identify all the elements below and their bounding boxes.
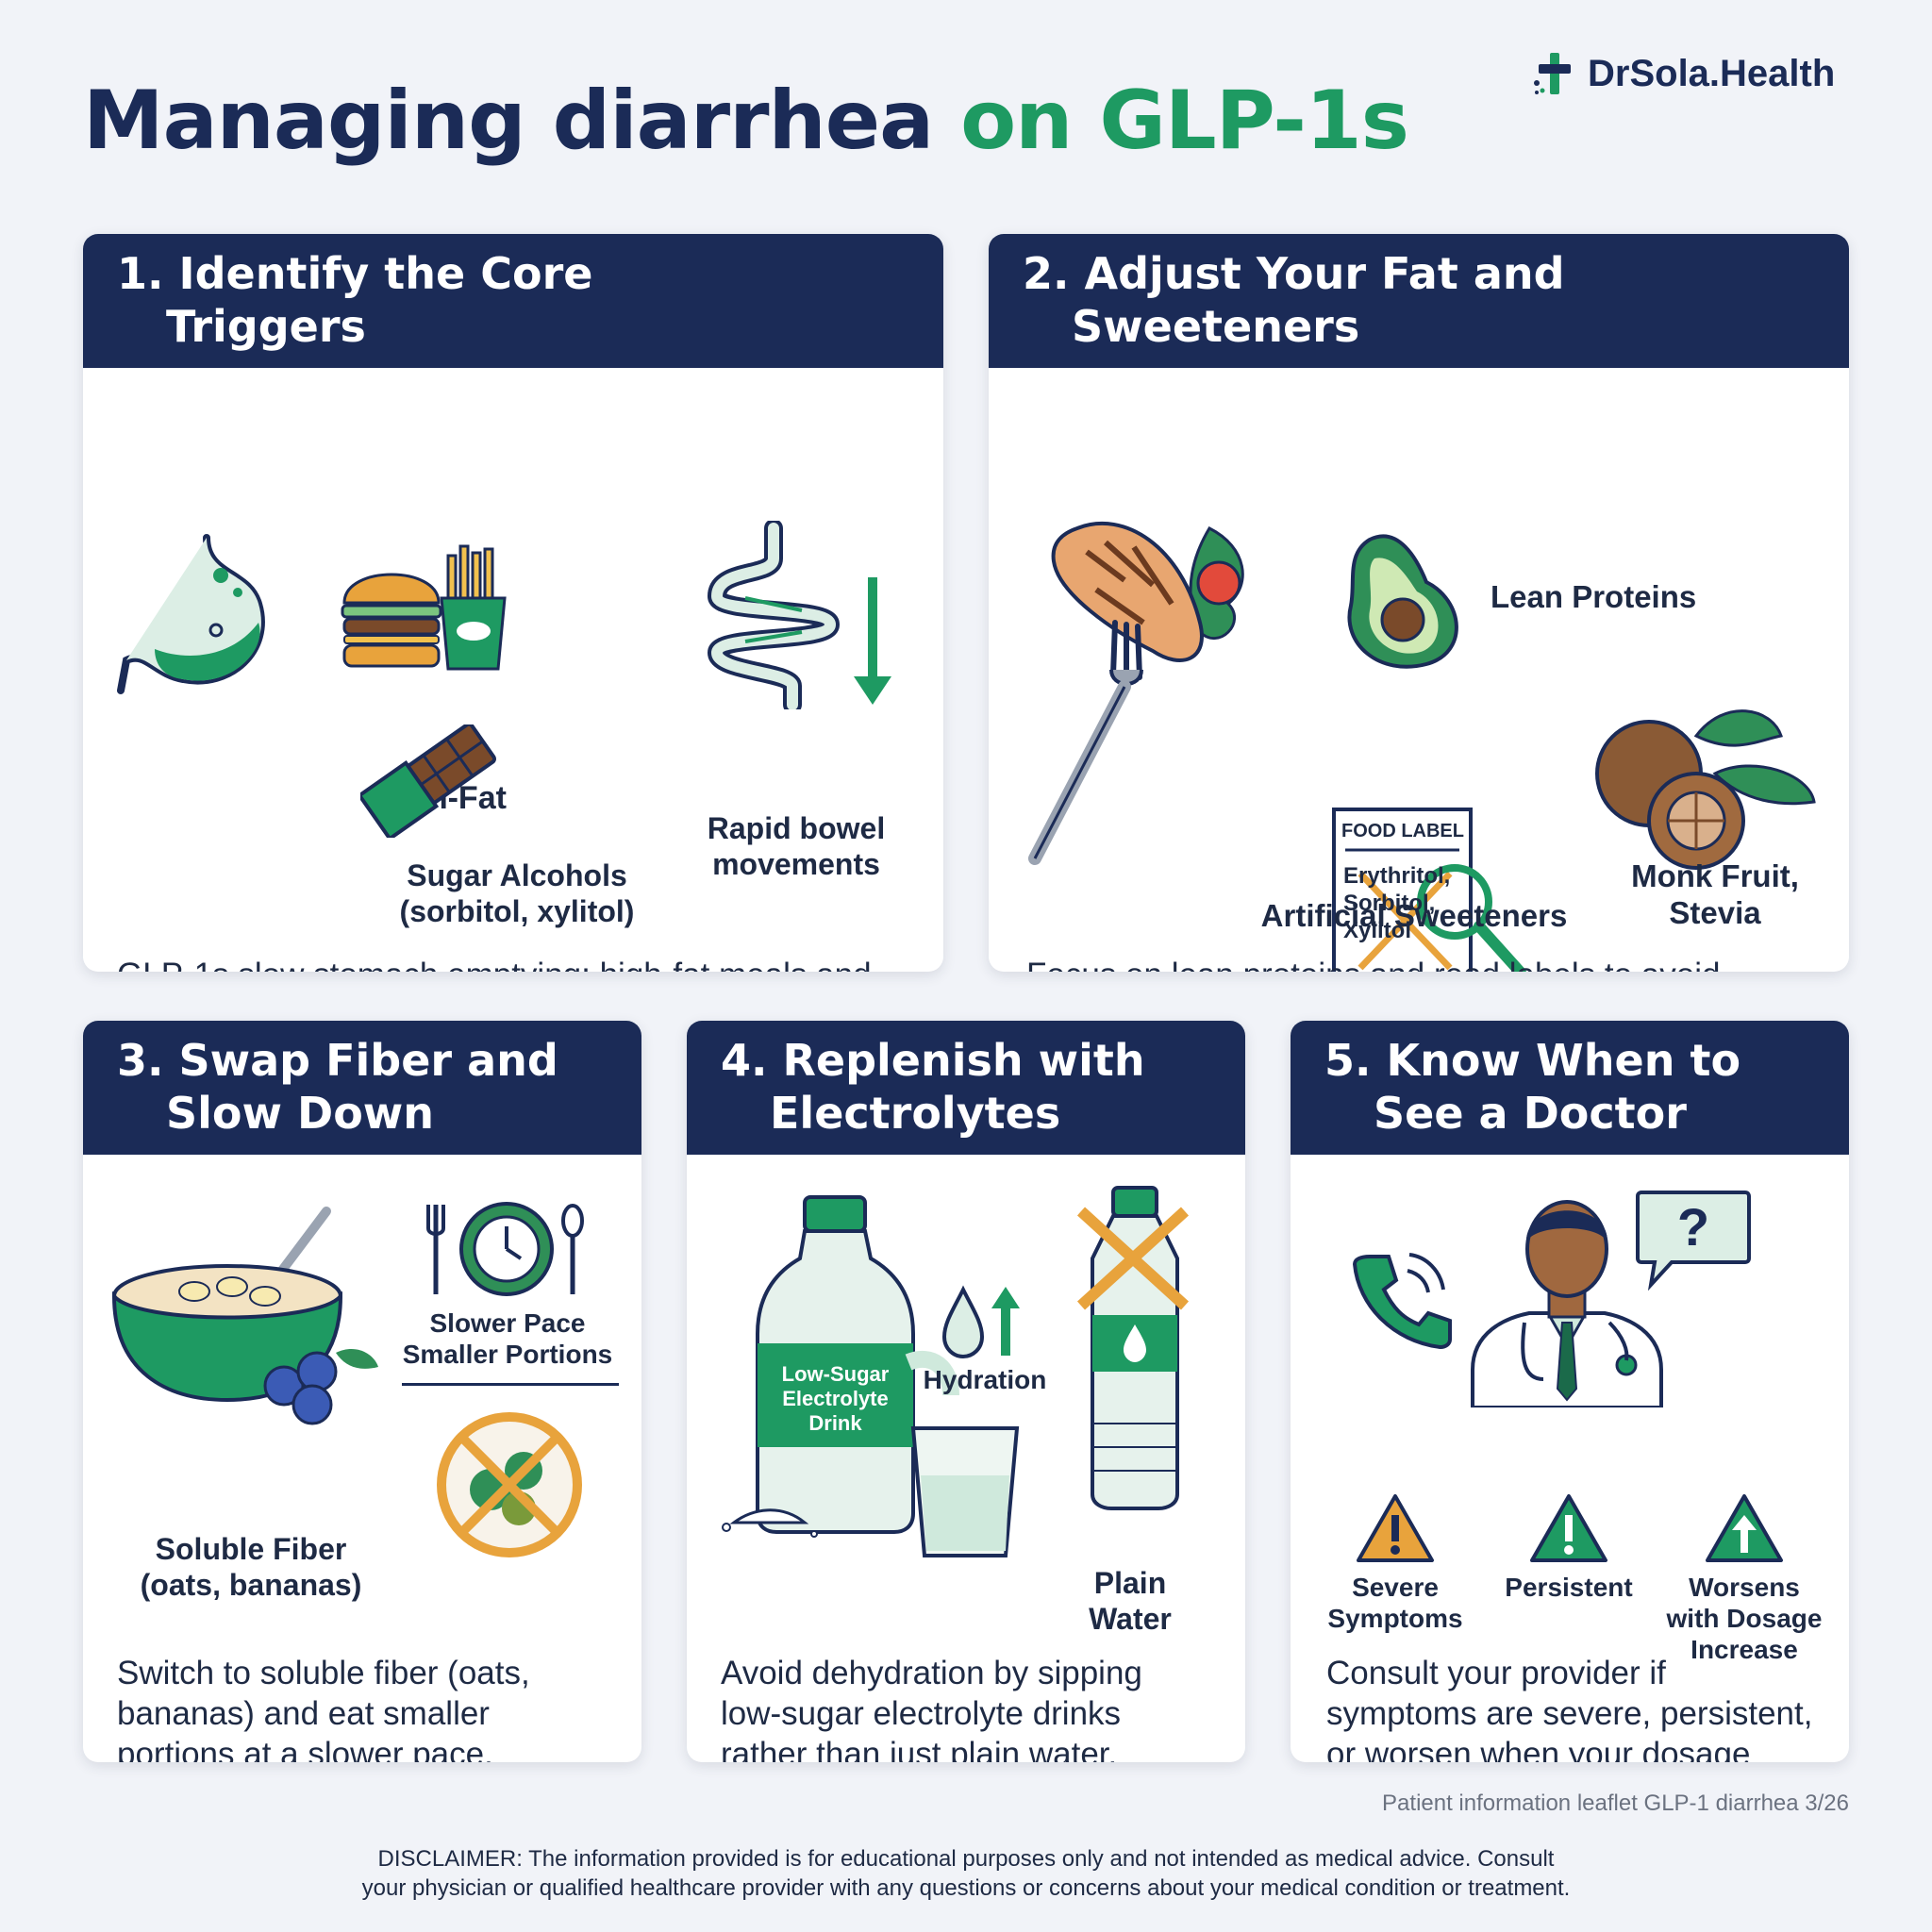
card-see-doctor: 5. Know When to See a Doctor ?	[1291, 1021, 1849, 1762]
label-severe-symptoms: Severe Symptoms	[1327, 1573, 1463, 1634]
label-monk-fruit-stevia: Monk Fruit, Stevia	[1631, 858, 1799, 930]
card-heading-line-2: Electrolytes	[770, 1088, 1061, 1139]
brand-logo: DrSola.Health	[1533, 45, 1835, 102]
card-header: 4. Replenish with Electrolytes	[687, 1021, 1245, 1155]
svg-text:?: ?	[1677, 1197, 1709, 1257]
food-label-magnifier-icon: FOOD LABEL Erythritol, Sorbitol, Xylitol	[1332, 808, 1540, 972]
clock-plate-icon	[426, 1202, 584, 1296]
card-heading: 2. Adjust Your Fat and Sweeteners	[1023, 247, 1565, 353]
card-body: ? Severe Symptoms Persistent Worsens wit…	[1291, 1155, 1849, 1762]
intestine-icon	[707, 521, 891, 709]
card-header: 5. Know When to See a Doctor	[1291, 1021, 1849, 1155]
card-heading: 4. Replenish with Electrolytes	[721, 1034, 1145, 1140]
card-heading: 3. Swap Fiber and Slow Down	[117, 1034, 558, 1140]
card-body: Low-Sugar Electrolyte Drink Hydration	[687, 1155, 1245, 1762]
card-description: GLP-1s slow stomach emptying; high-fat m…	[117, 955, 909, 972]
electrolyte-bottle-icon: Low-Sugar Electrolyte Drink	[715, 1192, 960, 1551]
label-hydration: Hydration	[923, 1365, 1047, 1394]
label-rapid-bowel: Rapid bowel movements	[707, 811, 886, 881]
label-soluble-fiber: Soluble Fiber (oats, bananas)	[140, 1532, 362, 1602]
crossed-water-bottle-icon	[1076, 1186, 1190, 1510]
doctor-logo-icon	[1534, 53, 1571, 94]
card-body: Lean Proteins FOOD LABEL Erythritol, Sor…	[989, 368, 1849, 972]
arrow-up-icon	[1706, 1494, 1783, 1562]
card-heading-line-1: 3. Swap Fiber and	[117, 1035, 558, 1086]
chocolate-bar-icon	[360, 724, 496, 838]
burger-fries-icon	[341, 544, 507, 671]
label-plain-water: Plain Water	[1089, 1566, 1172, 1636]
label-slower-pace: Slower Pace Smaller Portions	[402, 1308, 613, 1370]
food-label-title: FOOD LABEL	[1341, 821, 1464, 841]
phone-icon	[1352, 1253, 1452, 1350]
title-part-2: on GLP-1s	[960, 74, 1409, 168]
card-header: 1. Identify the Core Triggers	[83, 234, 943, 368]
card-heading-line-1: 2. Adjust Your Fat and	[1023, 248, 1565, 299]
food-label-ingredients: Erythritol, Sorbitol, Xylitol	[1343, 863, 1451, 943]
card-header: 2. Adjust Your Fat and Sweeteners	[989, 234, 1849, 368]
oatmeal-bowl-icon	[111, 1207, 378, 1425]
title-part-1: Managing diarrhea	[83, 74, 934, 168]
no-large-portion-icon	[437, 1412, 582, 1557]
water-drop-up-icon	[941, 1285, 1020, 1359]
disclaimer-line-1: DISCLAIMER: The information provided is …	[377, 1846, 1555, 1872]
doctor-icon	[1471, 1200, 1663, 1407]
leaflet-reference: Patient information leaflet GLP-1 diarrh…	[1382, 1790, 1849, 1816]
stomach-icon	[117, 534, 265, 694]
card-heading-line-2: Slow Down	[166, 1088, 435, 1139]
card-heading-line-1: 1. Identify the Core	[117, 248, 593, 299]
card-adjust-fat-sweeteners: 2. Adjust Your Fat and Sweeteners Lean P…	[989, 234, 1849, 972]
card-heading-line-1: 4. Replenish with	[721, 1035, 1145, 1086]
card-description: Focus on lean proteins and read labels t…	[1026, 955, 1819, 972]
card-heading: 1. Identify the Core Triggers	[117, 247, 592, 353]
card-body: Slower Pace Smaller Portions Soluble Fib…	[83, 1155, 641, 1762]
avocado-icon	[1347, 534, 1458, 669]
page-title: Managing diarrhea on GLP-1s	[83, 74, 1409, 168]
card-heading-line-2: Sweeteners	[1072, 301, 1360, 352]
warning-icon	[1357, 1494, 1434, 1562]
card-swap-fiber: 3. Swap Fiber and Slow Down	[83, 1021, 641, 1762]
disclaimer: DISCLAIMER: The information provided is …	[0, 1844, 1932, 1903]
card-heading: 5. Know When to See a Doctor	[1324, 1034, 1740, 1140]
label-sugar-alcohols: Sugar Alcohols (sorbitol, xylitol)	[399, 858, 635, 928]
card-body: High-Fat Sugar Alcohols (sorbitol, xylit…	[83, 368, 943, 972]
card-header: 3. Swap Fiber and Slow Down	[83, 1021, 641, 1155]
card-description: Avoid dehydration by sipping low-sugar e…	[721, 1655, 1142, 1762]
label-lean-proteins: Lean Proteins	[1491, 579, 1697, 614]
monk-fruit-icon	[1595, 709, 1816, 870]
label-artificial-sweeteners: Artificial Sweeteners	[1260, 898, 1568, 933]
card-description: Consult your provider if symptoms are se…	[1326, 1655, 1813, 1762]
card-identify-triggers: 1. Identify the Core Triggers High-Fat	[83, 234, 943, 972]
brand-name: DrSola.Health	[1588, 52, 1836, 94]
label-persistent: Persistent	[1505, 1573, 1633, 1602]
label-worsens-with-dosage: Worsens with Dosage Increase	[1666, 1573, 1823, 1665]
glass-icon	[910, 1426, 1020, 1557]
chicken-fork-icon	[1028, 522, 1244, 865]
alert-icon	[1530, 1494, 1607, 1562]
disclaimer-line-2: your physician or qualified healthcare p…	[361, 1875, 1571, 1901]
card-electrolytes: 4. Replenish with Electrolytes Low-Sugar…	[687, 1021, 1245, 1762]
card-heading-line-2: See a Doctor	[1374, 1088, 1687, 1139]
divider	[402, 1383, 619, 1386]
card-heading-line-2: Triggers	[166, 301, 366, 352]
bottle-label: Low-Sugar Electrolyte Drink	[781, 1362, 890, 1435]
card-description: Switch to soluble fiber (oats, bananas) …	[117, 1655, 530, 1762]
card-heading-line-1: 5. Know When to	[1324, 1035, 1741, 1086]
question-bubble-icon: ?	[1636, 1191, 1751, 1291]
